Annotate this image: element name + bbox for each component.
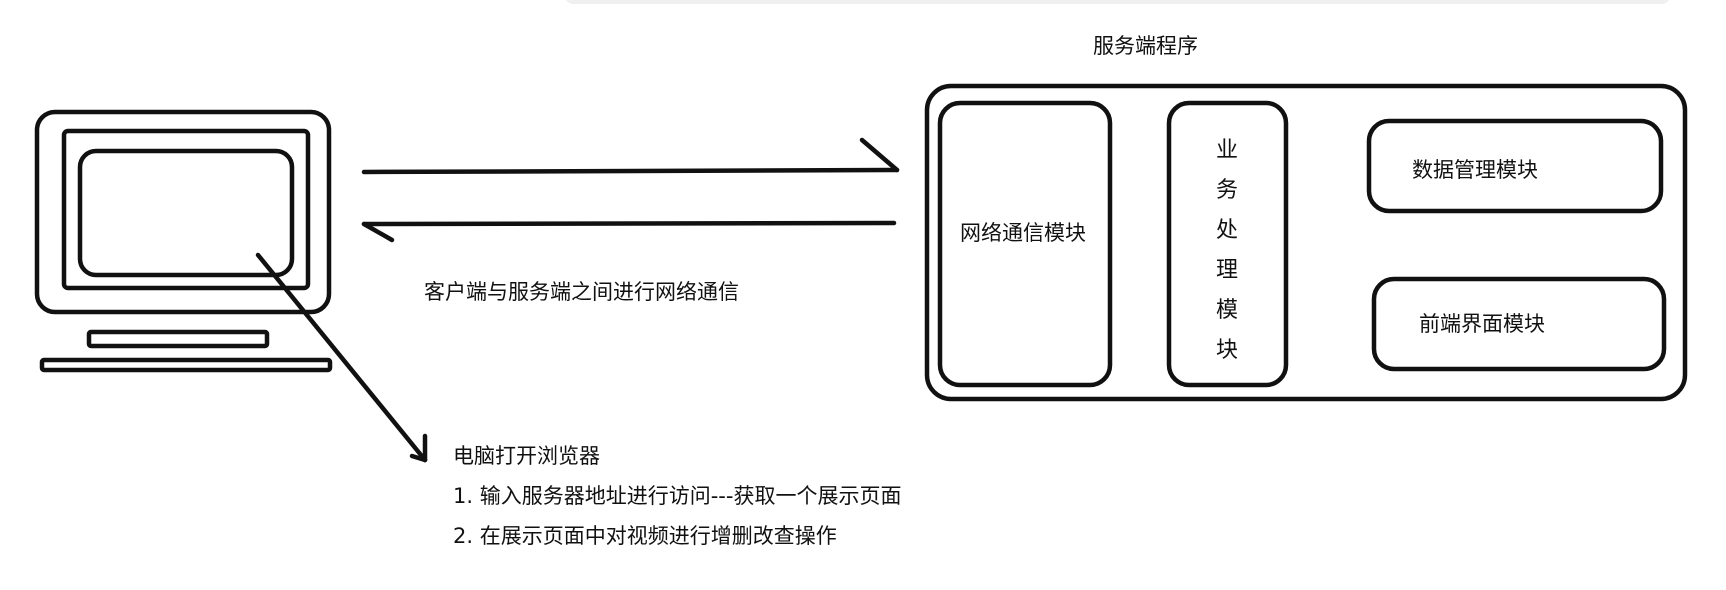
computer-base-top	[86, 329, 270, 349]
request-arrow	[361, 137, 900, 175]
computer-base-bottom	[39, 357, 333, 373]
data-module-label: 数据管理模块	[1412, 158, 1538, 182]
business-char: 块	[1215, 338, 1238, 363]
data-module-box	[1366, 118, 1664, 214]
network-module-box	[937, 100, 1113, 388]
monitor-bezel	[61, 128, 311, 291]
browser-arrow	[255, 252, 428, 463]
browser-step-2: 2. 在展示页面中对视频进行增删改查操作	[453, 524, 837, 548]
browser-heading: 电脑打开浏览器	[453, 444, 600, 468]
business-module-box	[1166, 100, 1289, 388]
network-module-label: 网络通信模块	[960, 221, 1086, 245]
server-title: 服务端程序	[1093, 34, 1198, 58]
business-char: 模	[1215, 298, 1238, 323]
business-char: 务	[1215, 178, 1238, 203]
business-char: 处	[1215, 218, 1238, 243]
business-module-label: 业 务 处 理 模 块	[1212, 131, 1242, 371]
computer-icon	[34, 109, 333, 373]
business-char: 业	[1215, 138, 1238, 163]
frontend-module-label: 前端界面模块	[1419, 312, 1545, 336]
browser-step-1: 1. 输入服务器地址进行访问---获取一个展示页面	[453, 484, 902, 508]
monitor-screen	[77, 148, 295, 278]
frontend-module-box	[1371, 276, 1667, 372]
business-char: 理	[1215, 258, 1238, 283]
response-arrow	[361, 220, 897, 243]
top-edge-strip	[565, 0, 1670, 4]
monitor-outer	[34, 109, 332, 315]
server-container	[924, 83, 1688, 402]
communication-label: 客户端与服务端之间进行网络通信	[424, 280, 739, 304]
